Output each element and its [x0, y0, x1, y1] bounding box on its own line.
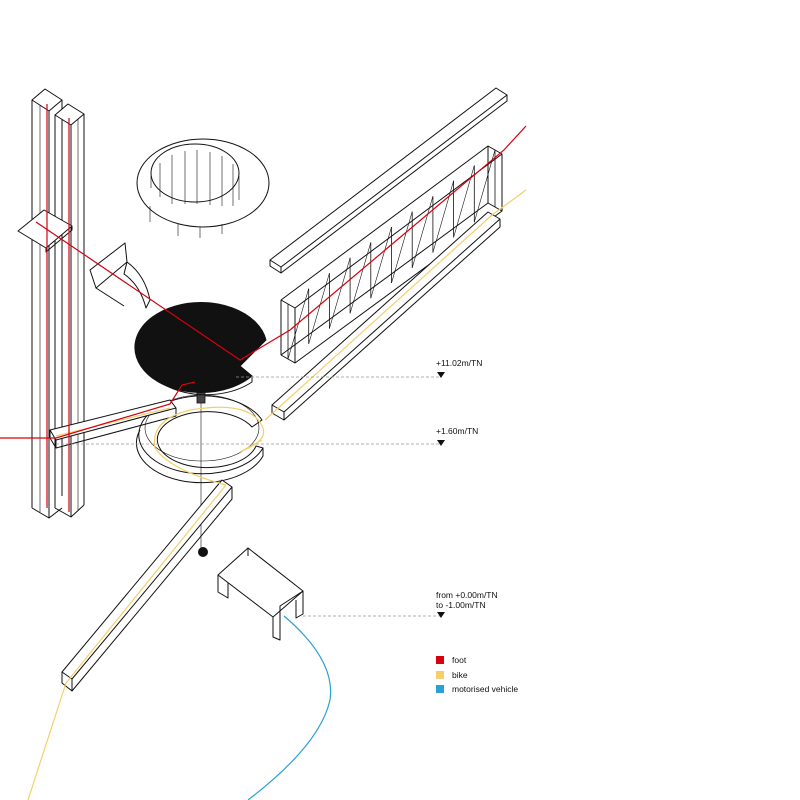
- legend-swatch-bike: [436, 671, 444, 679]
- legend-label-foot: foot: [452, 655, 467, 665]
- truss-diagonal: [329, 257, 351, 329]
- truss-diagonal: [287, 288, 309, 360]
- level-marker-1: +11.02m/TN: [236, 358, 482, 378]
- truss-diagonal: [474, 149, 496, 223]
- truss-diagonal: [370, 226, 392, 299]
- truss-bridge: [280, 145, 503, 364]
- legend: foot bike motorised vehicle: [436, 655, 518, 694]
- bike-ramp: [61, 479, 233, 692]
- bike-route: [27, 189, 527, 800]
- level-label-3-line1: from +0.00m/TN: [436, 590, 498, 600]
- legend-label-vehicle: motorised vehicle: [452, 684, 518, 694]
- level-marker-3: from +0.00m/TN to -1.00m/TN: [303, 590, 498, 618]
- vehicle-route: [247, 615, 332, 800]
- legend-swatch-foot: [436, 656, 444, 664]
- tunnel-portal: [217, 547, 304, 641]
- legend-label-bike: bike: [452, 670, 468, 680]
- level-marker-2: +1.60m/TN: [56, 426, 478, 446]
- foot-route: [0, 104, 527, 512]
- curved-wall: [89, 242, 151, 309]
- truss-diagonal: [308, 273, 330, 344]
- level-label-3-line2: to -1.00m/TN: [436, 600, 486, 610]
- black-disc: [134, 302, 267, 396]
- truss-posts: [287, 149, 496, 360]
- truss-diagonal: [349, 242, 372, 314]
- level-label-1: +11.02m/TN: [436, 358, 482, 368]
- legend-swatch-vehicle: [436, 685, 444, 693]
- tower-structures: [17, 88, 85, 519]
- upper-beam: [269, 87, 508, 274]
- truss-diagonal: [411, 196, 434, 268]
- level-label-2: +1.60m/TN: [436, 426, 478, 436]
- truss-diagonal: [391, 211, 413, 284]
- ring-structure: [136, 138, 270, 238]
- truss-diagonal: [432, 180, 454, 253]
